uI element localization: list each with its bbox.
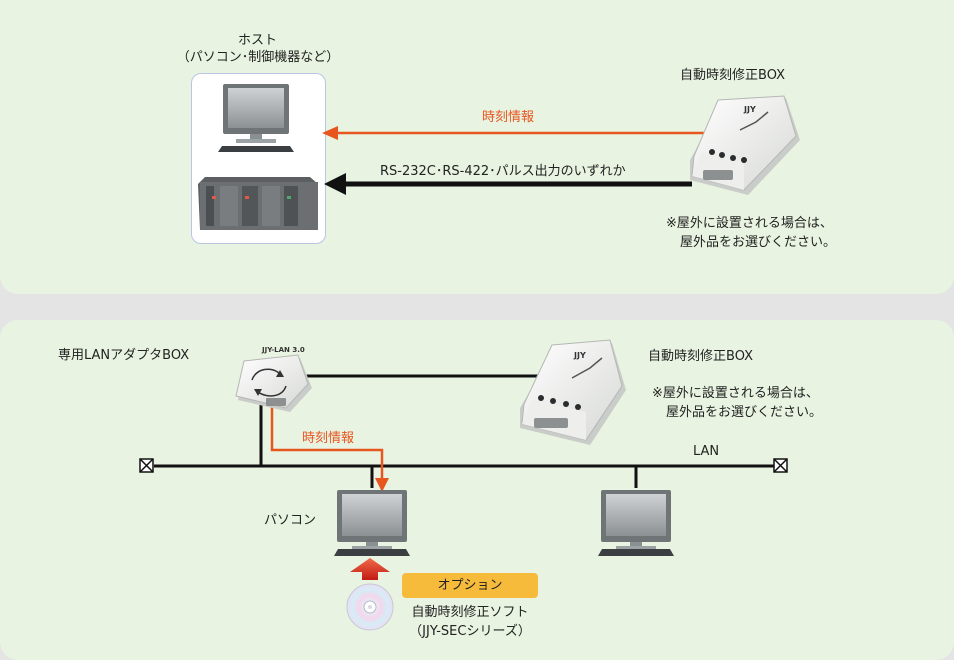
top-time-info-label: 時刻情報 <box>482 110 535 125</box>
host-subtitle: （パソコン･制御機器など） <box>176 50 340 65</box>
software-line2: （JJY-SECシリーズ） <box>409 624 531 639</box>
software-line1: 自動時刻修正ソフト <box>411 605 529 620</box>
lan-terminator-left <box>139 458 154 473</box>
bottom-note-line1: ※屋外に設置される場合は、 <box>652 386 819 401</box>
pc-icon-1 <box>334 490 410 556</box>
pc-icon-2 <box>598 490 674 556</box>
plc-device-icon <box>198 177 318 230</box>
output-label: RS-232C･RS-422･パルス出力のいずれか <box>380 164 626 179</box>
time-info-path <box>270 404 389 492</box>
install-arrow-icon <box>350 558 390 580</box>
lan-terminator-right <box>773 458 788 473</box>
svg-text:JJY: JJY <box>743 105 756 114</box>
lan-network <box>154 374 774 488</box>
host-title: ホスト <box>237 33 277 48</box>
output-arrow <box>324 173 692 195</box>
option-badge: オプション <box>402 573 538 598</box>
lan-adapter-box-device: JJY-LAN 3.0 <box>235 346 312 412</box>
bottom-box-label: 自動時刻修正BOX <box>648 349 753 364</box>
auto-time-box-device-top: JJY <box>690 95 800 195</box>
svg-text:JJY: JJY <box>573 351 586 360</box>
lan-label: LAN <box>693 444 720 459</box>
top-box-label: 自動時刻修正BOX <box>680 68 785 83</box>
top-panel <box>0 0 954 294</box>
top-note-line2: 屋外品をお選びください。 <box>680 235 837 250</box>
host-pc-icon <box>218 84 294 152</box>
bottom-note-line2: 屋外品をお選びください。 <box>666 405 823 420</box>
top-note-line1: ※屋外に設置される場合は、 <box>666 216 833 231</box>
lan-adapter-label: 専用LANアダプタBOX <box>58 348 190 363</box>
pc-label: パソコン <box>264 513 317 528</box>
time-info-arrow <box>322 126 706 140</box>
svg-text:JJY-LAN 3.0: JJY-LAN 3.0 <box>261 346 305 354</box>
auto-time-box-device-bottom: JJY <box>520 339 626 445</box>
cd-icon <box>346 583 394 631</box>
bottom-time-info-label: 時刻情報 <box>302 431 355 446</box>
